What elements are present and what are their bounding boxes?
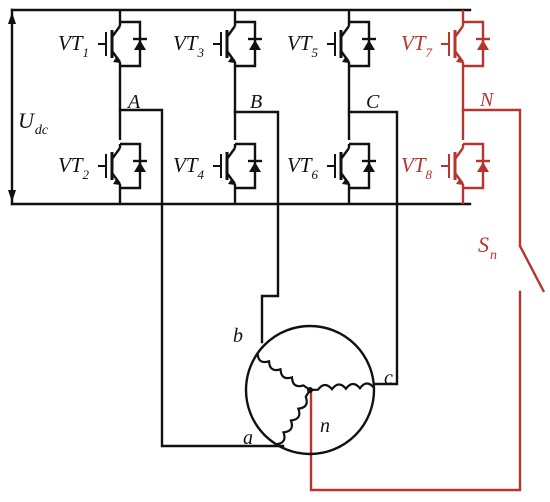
- igbt-emitter-arrow: [456, 178, 463, 185]
- igbt-emitter-arrow: [456, 56, 463, 63]
- motor-stator: [244, 324, 376, 456]
- igbt-lower-1: VT2: [58, 142, 147, 190]
- motor: [244, 324, 376, 456]
- diode-branch: [463, 142, 485, 190]
- phase-label-n: N: [479, 89, 495, 111]
- igbt-emitter-arrow: [228, 56, 235, 63]
- wire-phase-b: [233, 110, 280, 344]
- udc-arrow-head-top: [8, 12, 16, 24]
- igbt-collector: [111, 147, 121, 160]
- diode-branch: [463, 20, 485, 68]
- igbt-emitter-arrow: [342, 56, 349, 63]
- transistor-label: VT6: [287, 153, 319, 182]
- diode-icon: [249, 162, 261, 172]
- transistor-label: VT3: [173, 31, 205, 60]
- switch-sn-blade: [518, 245, 546, 293]
- udc-arrow-head-bottom: [8, 190, 16, 202]
- igbt-collector: [454, 147, 464, 160]
- winding-a: [275, 389, 311, 446]
- output-wiring: [118, 108, 546, 492]
- igbt-collector: [226, 147, 236, 160]
- diode-branch: [120, 20, 142, 68]
- wire-phase-a: [118, 108, 285, 448]
- udc-label: Udc: [18, 108, 49, 138]
- motor-terminal-c: c: [384, 367, 393, 389]
- transistor-label: VT5: [287, 31, 319, 60]
- winding-b: [256, 353, 311, 391]
- neutral-point: [307, 387, 313, 393]
- motor-terminal-a: a: [243, 427, 253, 449]
- igbt-collector: [340, 25, 350, 38]
- dc-bus: [8, 8, 472, 206]
- transistor-label: VT8: [401, 153, 433, 182]
- diode-icon: [477, 162, 489, 172]
- diode-icon: [363, 162, 375, 172]
- phase-label-a: A: [126, 91, 141, 113]
- transistor-label: VT2: [58, 153, 90, 182]
- diode-icon: [134, 40, 146, 50]
- diode-icon: [249, 40, 261, 50]
- diode-icon: [477, 40, 489, 50]
- igbt-collector: [226, 25, 236, 38]
- switch-sn-label: Sn: [478, 232, 497, 263]
- winding-c: [309, 382, 375, 392]
- diode-icon: [363, 40, 375, 50]
- igbt-lower-3: VT6: [287, 142, 376, 190]
- igbt-collector: [111, 25, 121, 38]
- transistor-label: VT4: [173, 153, 205, 182]
- phase-label-b: B: [250, 91, 262, 113]
- igbt-emitter-arrow: [228, 178, 235, 185]
- diode-icon: [134, 162, 146, 172]
- phase-label-c: C: [366, 91, 380, 113]
- igbt-collector: [340, 147, 350, 160]
- transistor-label: VT1: [58, 31, 89, 60]
- igbt-lower-2: VT4: [173, 142, 262, 190]
- igbt-lower-4: VT8: [401, 142, 490, 190]
- transistor-label: VT7: [401, 31, 433, 60]
- motor-neutral-n: n: [320, 415, 330, 437]
- igbt-upper-3: VT5: [287, 20, 376, 68]
- motor-terminal-b: b: [233, 325, 243, 347]
- diode-branch: [349, 20, 371, 68]
- diode-branch: [120, 142, 142, 190]
- wire-phase-n: [461, 108, 522, 248]
- igbt-upper-2: VT3: [173, 20, 262, 68]
- diode-branch: [235, 142, 257, 190]
- motor-windings: [256, 353, 375, 446]
- diode-branch: [349, 142, 371, 190]
- labels: Udc A B C N Sn b c a n: [18, 89, 497, 449]
- wire-neutral-return: [309, 290, 522, 492]
- igbt-emitter-arrow: [113, 56, 120, 63]
- igbt-collector: [454, 25, 464, 38]
- diode-branch: [235, 20, 257, 68]
- wire-phase-c: [347, 110, 399, 386]
- igbt-upper-1: VT1: [58, 20, 147, 68]
- igbt-upper-4: VT7: [401, 20, 490, 68]
- igbt-emitter-arrow: [113, 178, 120, 185]
- igbt-emitter-arrow: [342, 178, 349, 185]
